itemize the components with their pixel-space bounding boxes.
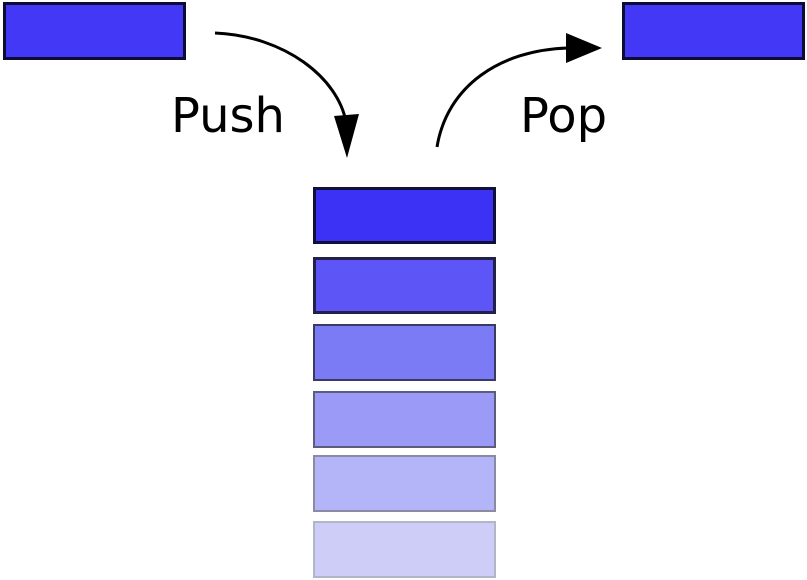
stack-item	[313, 187, 496, 244]
output-element-box	[622, 2, 805, 60]
stack-item	[313, 257, 496, 314]
stack-item	[313, 521, 496, 578]
stack-item	[313, 324, 496, 381]
pop-label: Pop	[520, 88, 608, 144]
stack-item	[313, 455, 496, 512]
stack-item	[313, 391, 496, 448]
push-label: Push	[171, 88, 285, 144]
input-element-box	[3, 2, 186, 60]
